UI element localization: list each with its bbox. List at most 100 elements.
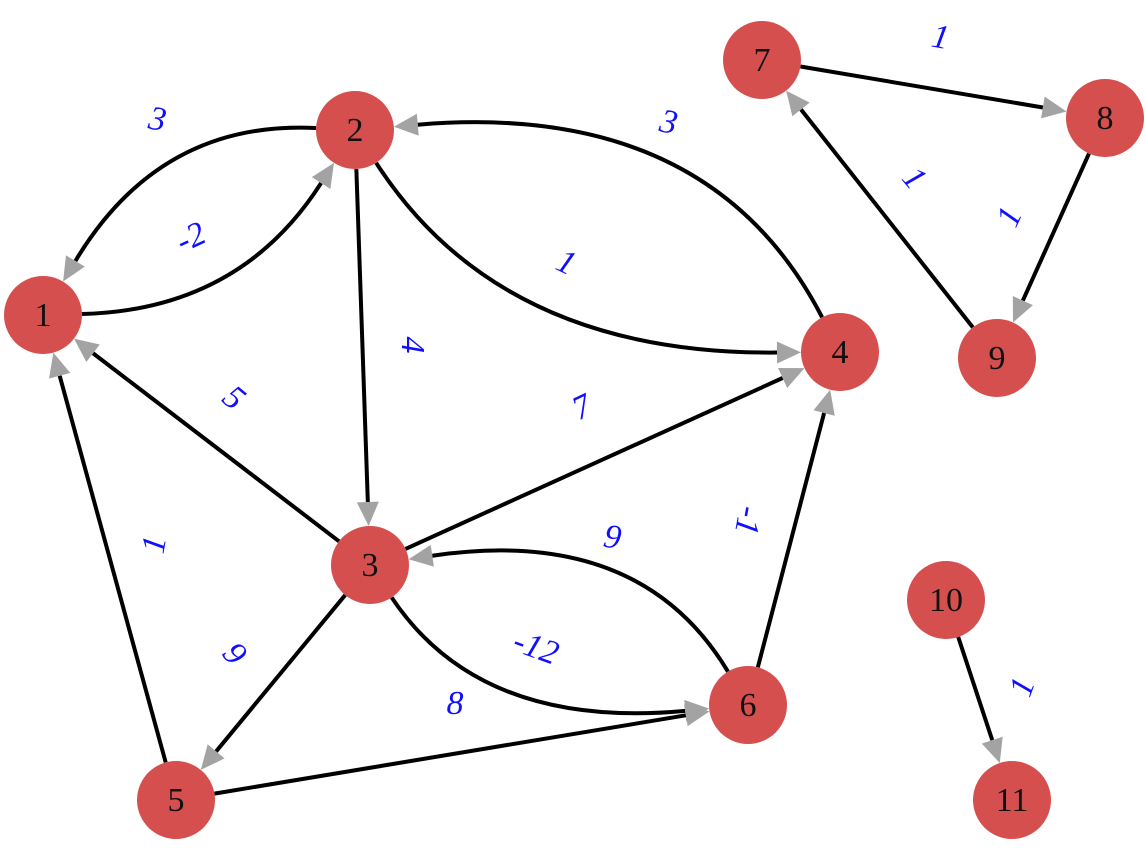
node-label: 6	[740, 687, 757, 724]
node-5[interactable]: 5	[137, 761, 215, 839]
edge-weight-label: 1	[1002, 673, 1043, 702]
edge-weight-label: 6	[216, 635, 255, 672]
node-label: 1	[35, 297, 52, 334]
edge-weight-label: 8	[447, 685, 464, 722]
edge-5-1: 1	[49, 352, 174, 763]
edge-3-1: 5	[73, 338, 341, 543]
arrowhead-icon	[408, 544, 434, 567]
node-circle[interactable]	[723, 21, 801, 99]
edge-weight-label: 5	[215, 378, 252, 417]
edge-weight-label: 3	[655, 102, 680, 142]
edge-2-4: 1	[374, 161, 802, 364]
edge-line	[389, 596, 686, 716]
node-circle[interactable]	[331, 526, 409, 604]
edge-weight-label: -1	[727, 503, 768, 537]
arrowhead-icon	[200, 744, 225, 770]
node-11[interactable]: 11	[973, 761, 1051, 839]
node-circle[interactable]	[316, 91, 394, 169]
arrowhead-icon	[813, 389, 835, 416]
edge-9-7: 1	[786, 90, 975, 329]
edge-line	[81, 182, 323, 317]
edge-6-3: 9	[408, 518, 730, 673]
arrowhead-icon	[786, 90, 810, 117]
node-circle[interactable]	[907, 561, 985, 639]
arrowhead-icon	[73, 338, 100, 363]
edge-weight-label: 1	[929, 18, 952, 57]
node-circle[interactable]	[709, 666, 787, 744]
edge-weight-label: 1	[989, 201, 1030, 232]
node-label: 9	[989, 340, 1006, 377]
arrowhead-icon	[1012, 296, 1033, 323]
node-8[interactable]: 8	[1066, 79, 1144, 157]
node-circle[interactable]	[137, 761, 215, 839]
arrowhead-icon	[49, 352, 71, 379]
edge-line	[91, 351, 341, 543]
node-9[interactable]: 9	[958, 319, 1036, 397]
arrowhead-icon	[63, 255, 85, 282]
arrowhead-icon	[1041, 96, 1067, 119]
node-label: 3	[362, 547, 379, 584]
arrowhead-icon	[311, 162, 335, 190]
node-1[interactable]: 1	[4, 276, 82, 354]
edge-weight-label: -2	[170, 215, 211, 261]
node-label: 10	[929, 582, 963, 619]
edge-5-6: 8	[214, 685, 710, 796]
edge-weight-label: 3	[145, 99, 169, 139]
node-label: 7	[754, 42, 771, 79]
node-3[interactable]: 3	[331, 526, 409, 604]
node-label: 2	[347, 112, 364, 149]
edge-line	[354, 168, 370, 503]
edge-8-9: 1	[989, 152, 1091, 323]
edge-line	[404, 376, 784, 551]
edge-line	[374, 161, 778, 355]
node-6[interactable]: 6	[709, 666, 787, 744]
edge-line	[799, 108, 975, 329]
edge-line	[73, 125, 317, 263]
edge-7-8: 1	[800, 18, 1067, 119]
node-label: 5	[168, 782, 185, 819]
edge-line	[214, 593, 347, 753]
edge-weight-label: 1	[894, 160, 933, 197]
node-circle[interactable]	[973, 761, 1051, 839]
node-label: 8	[1097, 100, 1114, 137]
node-10[interactable]: 10	[907, 561, 985, 639]
edge-weight-label: 1	[551, 242, 582, 283]
node-circle[interactable]	[801, 313, 879, 391]
edge-line	[800, 64, 1044, 110]
edge-weight-label: 9	[601, 518, 624, 557]
arrowhead-icon	[776, 341, 802, 364]
edge-line	[1021, 152, 1091, 302]
node-label: 4	[832, 334, 849, 371]
edge-weight-label: -12	[508, 622, 563, 672]
edge-1-2: -2	[81, 162, 335, 317]
edge-line	[214, 713, 687, 796]
node-circle[interactable]	[4, 276, 82, 354]
node-circle[interactable]	[1066, 79, 1144, 157]
arrowhead-icon	[356, 501, 379, 527]
edge-line	[417, 120, 824, 319]
node-circle[interactable]	[958, 319, 1036, 397]
edges-layer: 3 -2 4 1 3 5 7 9 -12 -1 6 1 8 1 1 1 1	[49, 18, 1091, 796]
arrowhead-icon	[684, 704, 710, 727]
edge-3-5: 6	[200, 593, 347, 770]
edge-10-11: 1	[956, 636, 1043, 763]
edge-line	[755, 412, 827, 668]
edge-6-4: -1	[727, 389, 835, 668]
node-2[interactable]: 2	[316, 91, 394, 169]
edge-line	[57, 375, 168, 763]
node-7[interactable]: 7	[723, 21, 801, 99]
edge-2-3: 4	[354, 168, 431, 527]
edge-3-6: -12	[389, 596, 710, 722]
edge-line	[956, 636, 995, 741]
edge-line	[432, 548, 730, 673]
node-label: 11	[996, 782, 1029, 819]
edge-weight-label: 7	[566, 386, 599, 428]
arrowhead-icon	[778, 367, 805, 389]
arrowhead-icon	[981, 736, 1003, 763]
node-4[interactable]: 4	[801, 313, 879, 391]
edge-4-2: 3	[393, 102, 824, 319]
edge-weight-label: 4	[394, 337, 431, 354]
edge-weight-label: 1	[135, 533, 174, 556]
